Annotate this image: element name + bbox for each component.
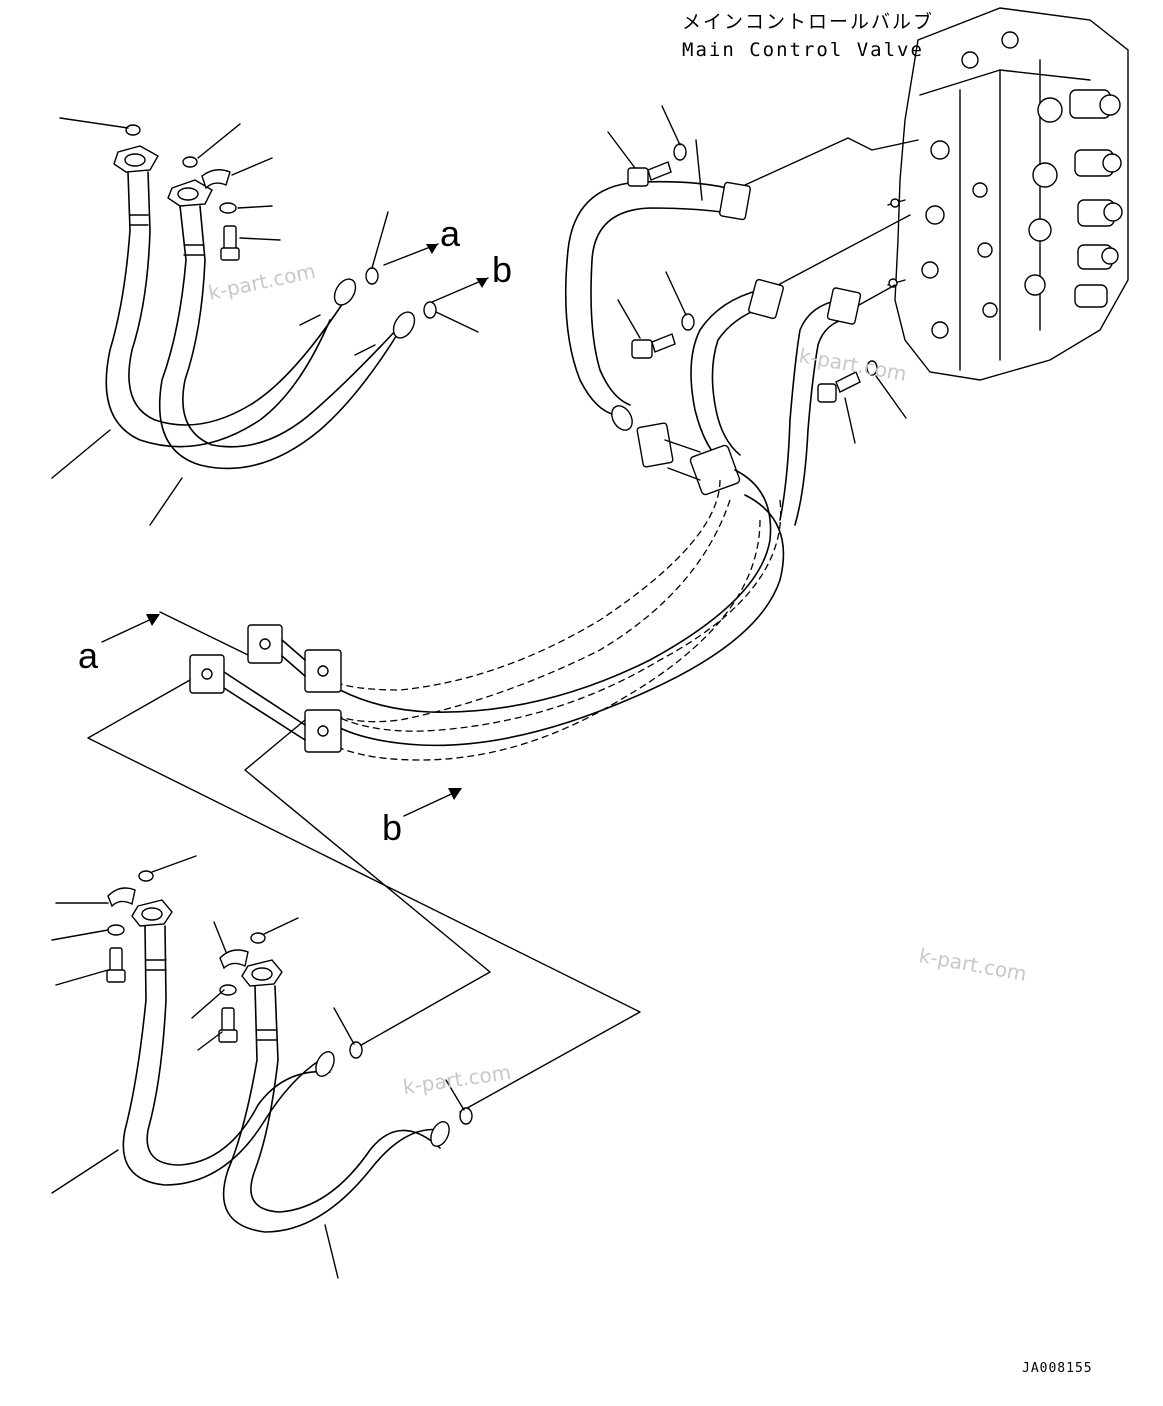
upper-hose-assembly: [51, 117, 489, 526]
ref-arrows-middle: [101, 614, 462, 817]
lower-hose-assembly: [51, 855, 473, 1279]
valve-name-en: Main Control Valve: [682, 39, 924, 61]
ref-a-upper: a: [440, 213, 461, 254]
valve-name-jp: メインコントロールバルブ: [682, 10, 934, 33]
valve-pipes: [87, 137, 919, 1113]
ref-b-upper: b: [492, 249, 512, 290]
ref-a-lower: a: [78, 635, 99, 676]
watermark: k-part.com: [206, 259, 318, 305]
watermark: k-part.com: [917, 943, 1028, 986]
watermark: k-part.com: [401, 1060, 512, 1099]
drawing-code: JA008155: [1022, 1361, 1093, 1376]
flange-b-upper: [189, 654, 225, 694]
valve-pipe-bolts: [607, 105, 907, 444]
flange-a-upper: [247, 624, 283, 664]
ref-b-lower: b: [382, 807, 402, 848]
main-control-valve: [887, 7, 1129, 381]
